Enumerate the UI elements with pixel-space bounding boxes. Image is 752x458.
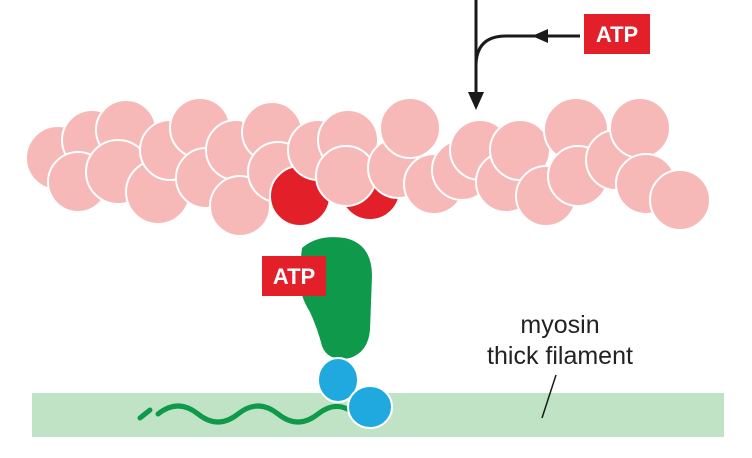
arrow-head-down [468,92,484,110]
atp-badge-bound: ATP [262,256,326,296]
actin-subunit [379,97,441,159]
actin-thin-filament [25,97,711,237]
atp-badge-incoming: ATP [584,14,650,54]
thick-filament-label-line2: thick filament [487,342,633,370]
actin-subunit [609,97,671,159]
myosin-tail [137,403,355,425]
arrow-head-left [532,29,548,43]
actin-subunit [315,145,377,207]
thick-filament-label-line1: myosin [520,311,599,339]
myosin-light-chain-lower [347,385,393,429]
atp-arrow [468,0,580,110]
myosin-head [299,237,372,359]
myosin-light-chain-upper [317,357,359,403]
atp-label-incoming: ATP [596,22,638,47]
atp-label-bound: ATP [273,264,315,289]
leader-line [541,374,557,419]
actin-subunit [649,169,711,231]
